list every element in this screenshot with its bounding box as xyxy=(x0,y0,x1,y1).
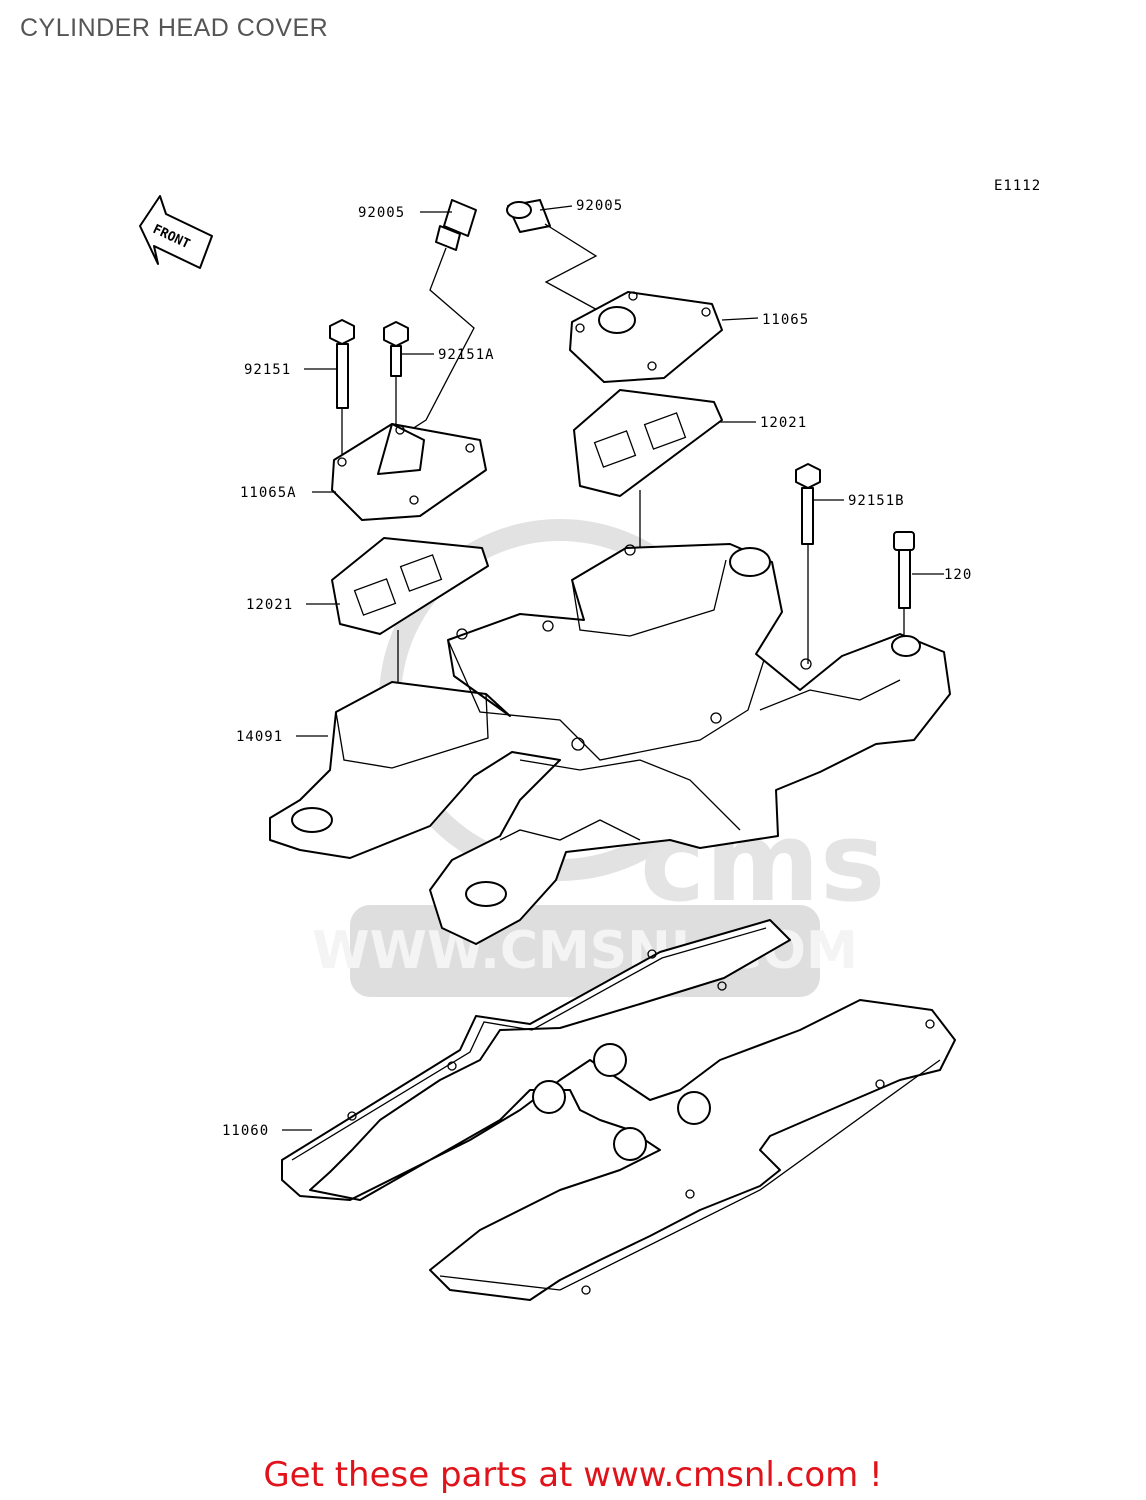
footer-suffix: ! xyxy=(858,1455,883,1495)
diagram-code: E1112 xyxy=(994,178,1041,194)
label-92151: 92151 xyxy=(244,362,291,378)
footer-prefix: Get these parts at xyxy=(263,1455,584,1495)
plug-92005-left xyxy=(397,199,477,439)
bolt-92151a xyxy=(383,321,409,430)
label-120: 120 xyxy=(944,567,972,583)
label-92151b: 92151B xyxy=(848,493,905,509)
page-title: CYLINDER HEAD COVER xyxy=(20,14,329,42)
label-11065a: 11065A xyxy=(240,485,297,501)
gasket-12021-lower xyxy=(331,537,489,716)
grommet-92005-right xyxy=(506,199,613,319)
label-12021-lower: 12021 xyxy=(246,597,293,613)
bolt-92151b xyxy=(795,463,821,664)
label-92005-right: 92005 xyxy=(576,198,623,214)
cylinder-head-cover-14091 xyxy=(269,543,951,945)
cmsnl-link[interactable]: www.cmsnl.com xyxy=(583,1455,859,1495)
label-12021-upper: 12021 xyxy=(760,415,807,431)
front-arrow-icon: FRONT xyxy=(139,195,213,269)
cover-11065 xyxy=(569,291,723,383)
promo-footer: Get these parts at www.cmsnl.com ! xyxy=(0,1455,1146,1495)
label-92005-left: 92005 xyxy=(358,205,405,221)
label-11065: 11065 xyxy=(762,312,809,328)
leader-lines xyxy=(282,205,944,1131)
gasket-11060-left xyxy=(281,919,956,1301)
label-92151a: 92151A xyxy=(438,347,495,363)
bolt-92151 xyxy=(329,319,355,456)
bolt-120 xyxy=(893,531,915,642)
label-14091: 14091 xyxy=(236,729,283,745)
cover-11065a xyxy=(331,423,487,521)
label-11060: 11060 xyxy=(222,1123,269,1139)
